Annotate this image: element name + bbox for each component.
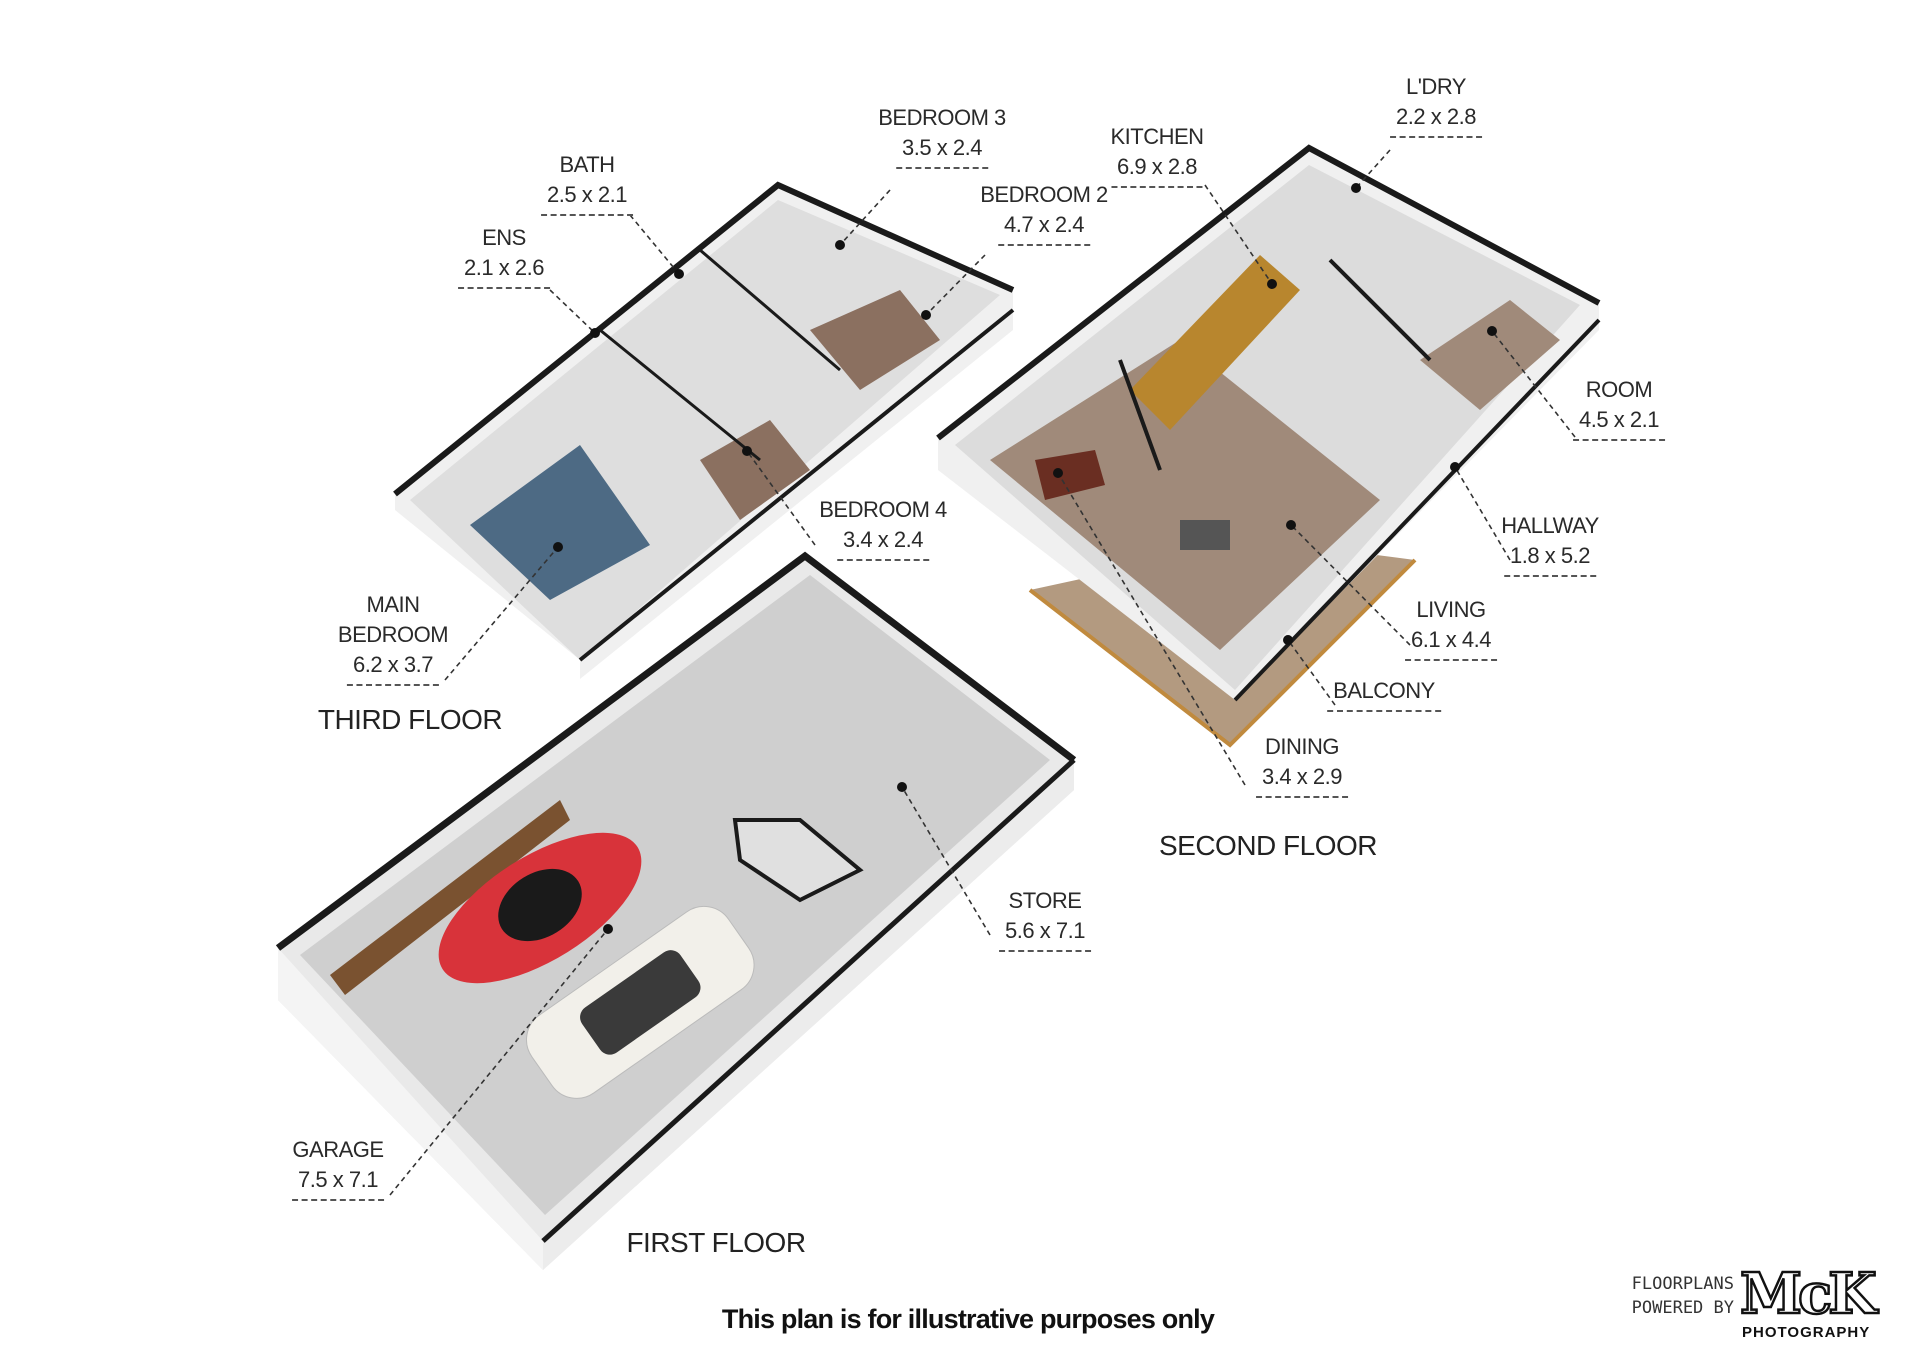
room-label-room: ROOM 4.5 x 2.1 [1573,375,1665,441]
logo-tagline: FLOORPLANS POWERED BY [1598,1272,1734,1320]
room-name: BALCONY [1327,676,1441,712]
room-dims: 4.7 x 2.4 [998,210,1090,246]
room-label-ensuite: ENS 2.1 x 2.6 [458,223,550,289]
room-dims: 1.8 x 5.2 [1504,541,1596,577]
room-label-living: LIVING 6.1 x 4.4 [1405,595,1497,661]
disclaimer-text: This plan is for illustrative purposes o… [721,1304,1215,1334]
room-label-bedroom-2: BEDROOM 2 4.7 x 2.4 [980,180,1108,246]
logo-brand: McK [1739,1261,1878,1327]
second-floor-plan [936,144,1601,748]
room-dims: 5.6 x 7.1 [999,916,1091,952]
room-label-store: STORE 5.6 x 7.1 [999,886,1091,952]
room-name: BEDROOM 3 [878,105,1006,130]
room-label-hallway: HALLWAY 1.8 x 5.2 [1501,511,1599,577]
white-suv [526,905,755,1099]
room-name: L'DRY [1405,74,1466,99]
room-dims: 6.9 x 2.8 [1111,152,1203,188]
stair-room [732,818,864,903]
room-name: BATH [559,152,615,177]
room-dims: 3.4 x 2.4 [837,525,929,561]
logo-line-2: POWERED BY [1631,1298,1734,1318]
red-car [438,832,642,984]
floor-title-first: FIRST FLOOR [626,1227,806,1258]
room-label-garage: GARAGE 7.5 x 7.1 [292,1135,384,1201]
cabinets [330,800,570,995]
room-dims: 2.5 x 2.1 [541,180,633,216]
room-label-main-bedroom: MAIN BEDROOM 6.2 x 3.7 [337,590,449,686]
room-name: GARAGE [292,1137,384,1162]
room-dims: 2.1 x 2.6 [458,253,550,289]
room-dims: 6.2 x 3.7 [347,650,439,686]
room-name: ENS [482,225,526,250]
room-label-kitchen: KITCHEN 6.9 x 2.8 [1110,122,1204,188]
mck-photography-logo: FLOORPLANS POWERED BY McK PHOTOGRAPHY [1598,1263,1904,1344]
leader-lines [389,149,1576,1196]
room-dims: 3.4 x 2.9 [1256,762,1348,798]
room-name-line-2: BEDROOM [337,622,449,647]
room-dims: 3.5 x 2.4 [896,133,988,169]
room-name: KITCHEN [1110,124,1204,149]
room-label-bath: BATH 2.5 x 2.1 [541,150,633,216]
room-name: LIVING [1416,597,1486,622]
room-label-balcony: BALCONY [1327,676,1441,712]
room-name: HALLWAY [1501,513,1599,538]
room-dims: 4.5 x 2.1 [1573,405,1665,441]
room-dims: 7.5 x 7.1 [292,1165,384,1201]
room-label-laundry: L'DRY 2.2 x 2.8 [1390,72,1482,138]
room-name: BEDROOM 2 [980,182,1108,207]
logo-line-1: FLOORPLANS [1631,1274,1734,1294]
room-label-bedroom-3: BEDROOM 3 3.5 x 2.4 [878,103,1006,169]
room-dots [553,183,1497,934]
room-name: MAIN [366,592,421,617]
room-label-dining: DINING 3.4 x 2.9 [1256,732,1348,798]
room-dims: 2.2 x 2.8 [1390,102,1482,138]
floor-title-third: THIRD FLOOR [317,704,503,735]
room-label-bedroom-4: BEDROOM 4 3.4 x 2.4 [819,495,947,561]
first-floor-plan [275,551,1077,1270]
floor-title-second: SECOND FLOOR [1158,830,1378,861]
room-dims: 6.1 x 4.4 [1405,625,1497,661]
room-name: BEDROOM 4 [819,497,947,522]
room-name: DINING [1264,734,1339,759]
room-name: STORE [1008,888,1082,913]
logo-subtitle: PHOTOGRAPHY [1742,1324,1871,1341]
room-name: ROOM [1585,377,1653,402]
